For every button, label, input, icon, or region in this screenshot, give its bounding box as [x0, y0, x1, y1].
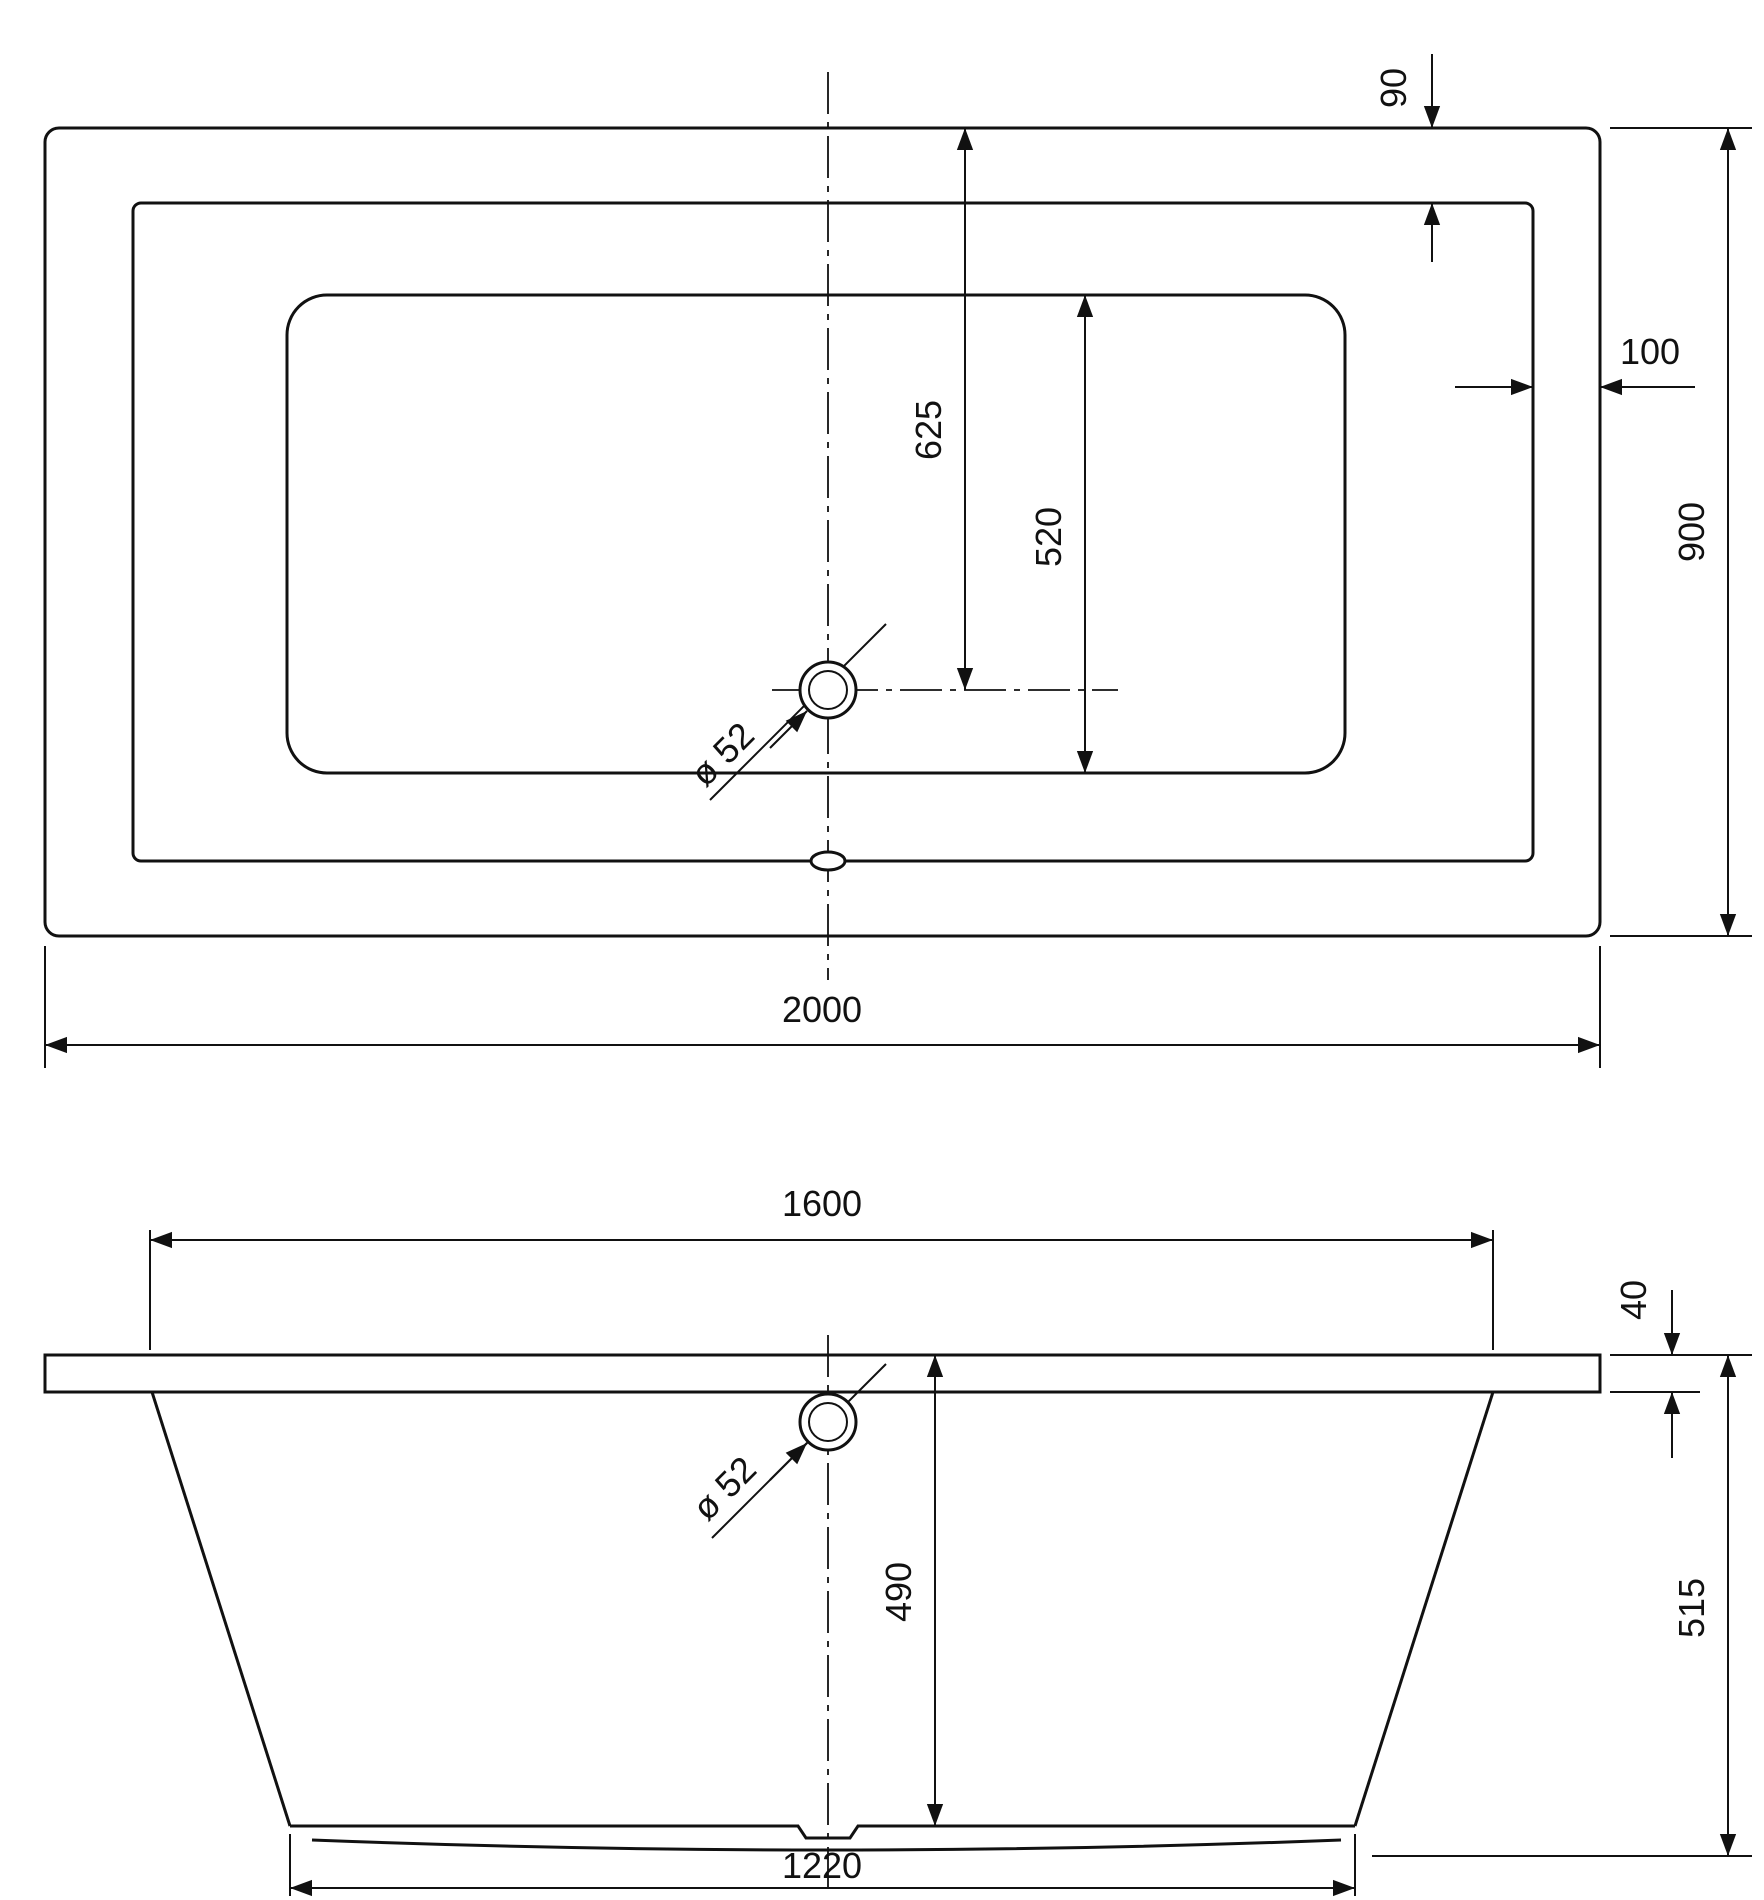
dim-base-length-label: 1220: [782, 1845, 862, 1886]
dim-rim-offset-top: 90: [1373, 54, 1441, 262]
inner-rim-rect: [131, 201, 1535, 863]
dim-overall-width: 900: [1610, 127, 1752, 937]
outer-rim-rect: [43, 126, 1602, 938]
dim-basin-width-label: 520: [1028, 507, 1069, 567]
tub-body: [150, 1391, 1495, 1852]
dim-rim-thickness-label: 40: [1613, 1280, 1654, 1320]
dim-opening-length: 1600: [149, 1183, 1494, 1350]
overflow-slot: [809, 850, 847, 872]
dim-overall-length: 2000: [44, 946, 1601, 1068]
dim-overall-length-label: 2000: [782, 989, 862, 1030]
top-view: ø 52 90 100 625 520 900: [43, 54, 1752, 1068]
dim-basin-width: 520: [1028, 295, 1094, 773]
tub-floor: [290, 1824, 1355, 1840]
drain-diameter-label: ø 52: [684, 1448, 764, 1528]
drain-inner-circle: [808, 670, 848, 710]
dim-drain-offset-label: 625: [908, 400, 949, 460]
drain-leader-arrow: [769, 710, 808, 749]
dim-overall-height: 515: [1372, 1354, 1752, 1857]
dim-inner-depth-label: 490: [878, 1562, 919, 1622]
dim-overall-height-label: 515: [1671, 1578, 1712, 1638]
left-wall: [150, 1391, 292, 1827]
basin-floor-rect: [285, 293, 1347, 775]
rim-slab: [43, 1353, 1602, 1394]
dim-rim-offset-side-label: 100: [1620, 331, 1680, 372]
dim-rim-offset-top-label: 90: [1373, 68, 1414, 108]
front-view: ø 52 1600 40 515 490: [43, 1183, 1752, 1897]
dim-rim-offset-side: 100: [1455, 331, 1695, 396]
dim-opening-length-label: 1600: [782, 1183, 862, 1224]
dim-base-length: 1220: [289, 1834, 1356, 1897]
dim-overall-width-label: 900: [1671, 502, 1712, 562]
drain-leader-arrow: [769, 1442, 808, 1481]
drain-diameter-label: ø 52: [682, 714, 762, 794]
dim-inner-depth: 490: [878, 1355, 944, 1826]
drain-elevation: ø 52: [684, 1363, 887, 1539]
dim-rim-thickness: 40: [1610, 1280, 1700, 1458]
drain-inner-circle: [808, 1402, 848, 1442]
right-wall: [1353, 1391, 1495, 1827]
dim-drain-offset: 625: [908, 128, 974, 690]
tub-base: [311, 1838, 1342, 1852]
